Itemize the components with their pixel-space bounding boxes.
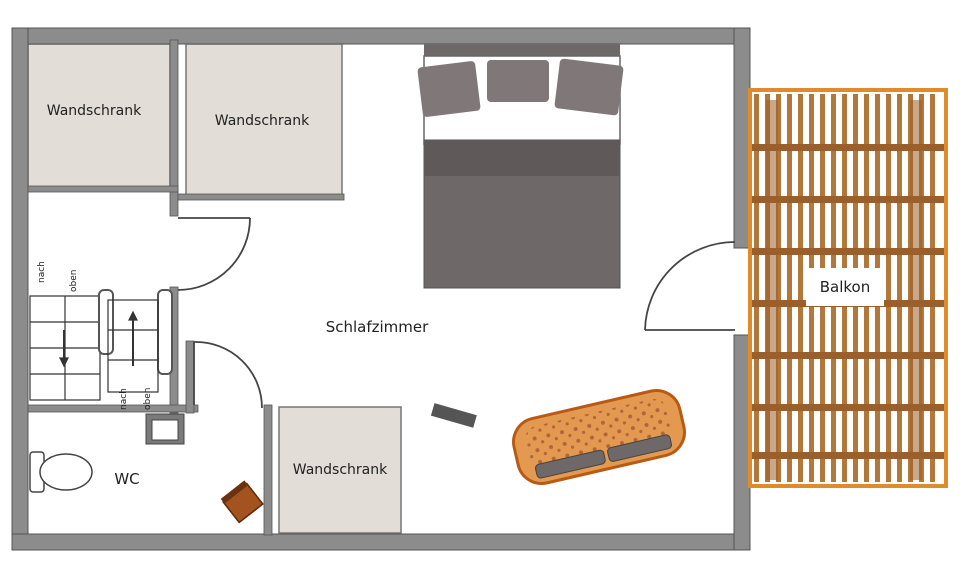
- outer-walls: [11, 27, 751, 551]
- svg-text:oben: oben: [69, 270, 79, 292]
- door-swing-icon: [177, 217, 736, 409]
- stairs-labels-right: nach oben: [119, 388, 153, 410]
- room-label-bedroom: Schlafzimmer: [326, 318, 429, 336]
- room-label-wc: WC: [114, 470, 139, 488]
- svg-text:oben: oben: [143, 388, 153, 410]
- couch-icon: [512, 389, 686, 485]
- svg-text:nach: nach: [37, 261, 47, 283]
- room-label-wardrobe-2: Wandschrank: [215, 113, 310, 129]
- bed-icon: [417, 44, 624, 289]
- room-label-wardrobe-1: Wandschrank: [47, 103, 142, 119]
- room-label-balcony: Balkon: [820, 278, 871, 296]
- room-label-wardrobe-3: Wandschrank: [293, 462, 388, 478]
- wardrobe-3: [278, 406, 402, 534]
- stairs-labels-left: nach oben: [37, 261, 79, 292]
- small-table-icon: [430, 403, 477, 428]
- balcony: [748, 88, 948, 488]
- svg-text:nach: nach: [119, 388, 129, 410]
- wardrobe-2: [185, 43, 343, 197]
- toilet-icon: [29, 451, 93, 493]
- wardrobe-1: [27, 43, 171, 189]
- chair-icon: [220, 480, 264, 524]
- sink-icon: [145, 413, 185, 445]
- stairs-icon: [29, 289, 173, 401]
